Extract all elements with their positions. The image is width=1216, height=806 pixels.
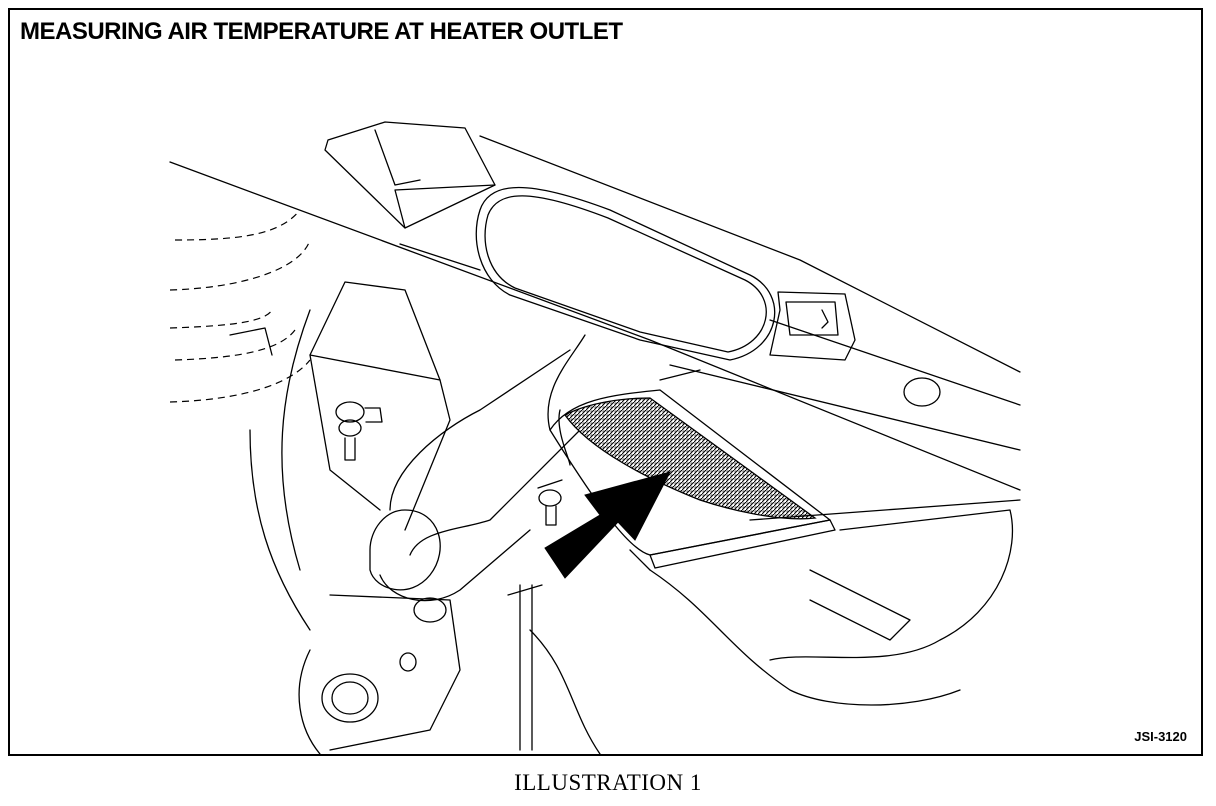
- airflow-arrow: [544, 471, 671, 579]
- figure-caption: ILLUSTRATION 1: [514, 770, 702, 795]
- upper-vent-housing: [475, 186, 776, 361]
- heater-outlet-drawing: [169, 121, 1021, 754]
- mounting-bracket: [249, 281, 563, 631]
- figure-code: JSI-3120: [1134, 729, 1187, 744]
- side-bracket: [769, 291, 941, 407]
- heater-duct: [369, 349, 601, 751]
- upper-bracket: [324, 121, 496, 229]
- figure-title: MEASURING AIR TEMPERATURE AT HEATER OUTL…: [20, 18, 623, 45]
- dashboard-outline: [169, 135, 1021, 491]
- lower-right-duct: [529, 499, 1021, 754]
- illustration-frame: MEASURING AIR TEMPERATURE AT HEATER OUTL…: [8, 8, 1203, 756]
- background-contours: [169, 209, 311, 403]
- lower-mechanism: [298, 594, 461, 754]
